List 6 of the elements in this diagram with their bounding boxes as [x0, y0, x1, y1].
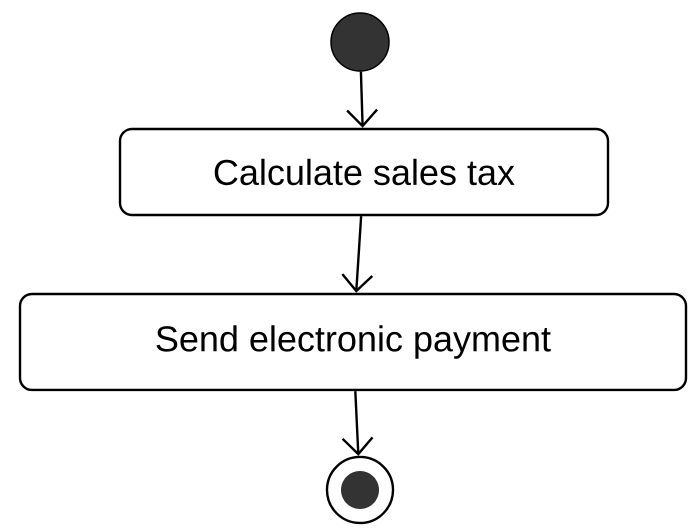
arrow: [341, 216, 374, 293]
activity-box: Send electronic payment: [18, 292, 688, 392]
arrow: [342, 391, 374, 456]
start-node: [330, 12, 390, 72]
activity-box: Calculate sales tax: [118, 128, 610, 216]
end-node: [326, 456, 394, 524]
